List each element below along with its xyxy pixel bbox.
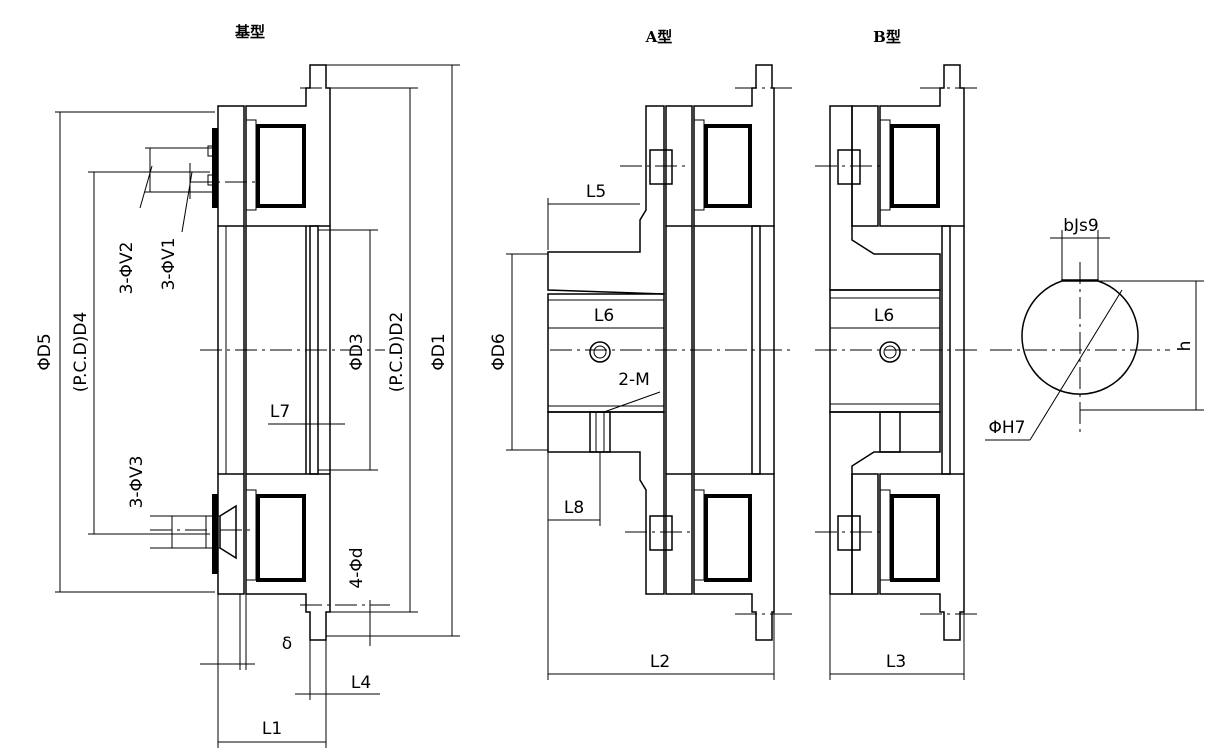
label-l2: L2 [650, 652, 670, 672]
label-l7: L7 [270, 402, 290, 422]
label-l6-b: L6 [874, 306, 894, 326]
label-l1: L1 [262, 719, 282, 739]
label-l8: L8 [564, 498, 584, 518]
label-l4: L4 [351, 673, 371, 693]
view-type-b [815, 64, 978, 680]
label-d5: ΦD5 [35, 333, 55, 370]
label-delta: δ [282, 634, 292, 654]
view-type-a [506, 64, 792, 680]
label-four-d: 4-Φd [347, 547, 367, 588]
label-pcd4: (P.C.D)D4 [71, 312, 91, 393]
title-base: 基型 [234, 23, 265, 41]
label-h7: ΦH7 [989, 418, 1026, 438]
label-l6-a: L6 [594, 306, 614, 326]
label-d3: ΦD3 [347, 333, 367, 370]
label-d6: ΦD6 [489, 333, 509, 370]
label-v3: 3-ΦV3 [127, 456, 147, 509]
label-pcd2: (P.C.D)D2 [387, 312, 407, 393]
title-type-b: B型 [873, 28, 901, 46]
title-type-a: A型 [645, 28, 673, 46]
view-base-type [55, 64, 460, 748]
label-l3: L3 [886, 652, 906, 672]
label-v1: 3-ΦV1 [159, 238, 179, 291]
label-l5: L5 [586, 182, 606, 202]
label-h: h [1175, 341, 1195, 352]
view-shaft-section [985, 230, 1204, 441]
label-v2: 3-ΦV2 [117, 242, 137, 295]
label-bjs9: bJs9 [1063, 216, 1098, 236]
label-2-m: 2-M [618, 370, 650, 390]
label-d1: ΦD1 [429, 333, 449, 370]
